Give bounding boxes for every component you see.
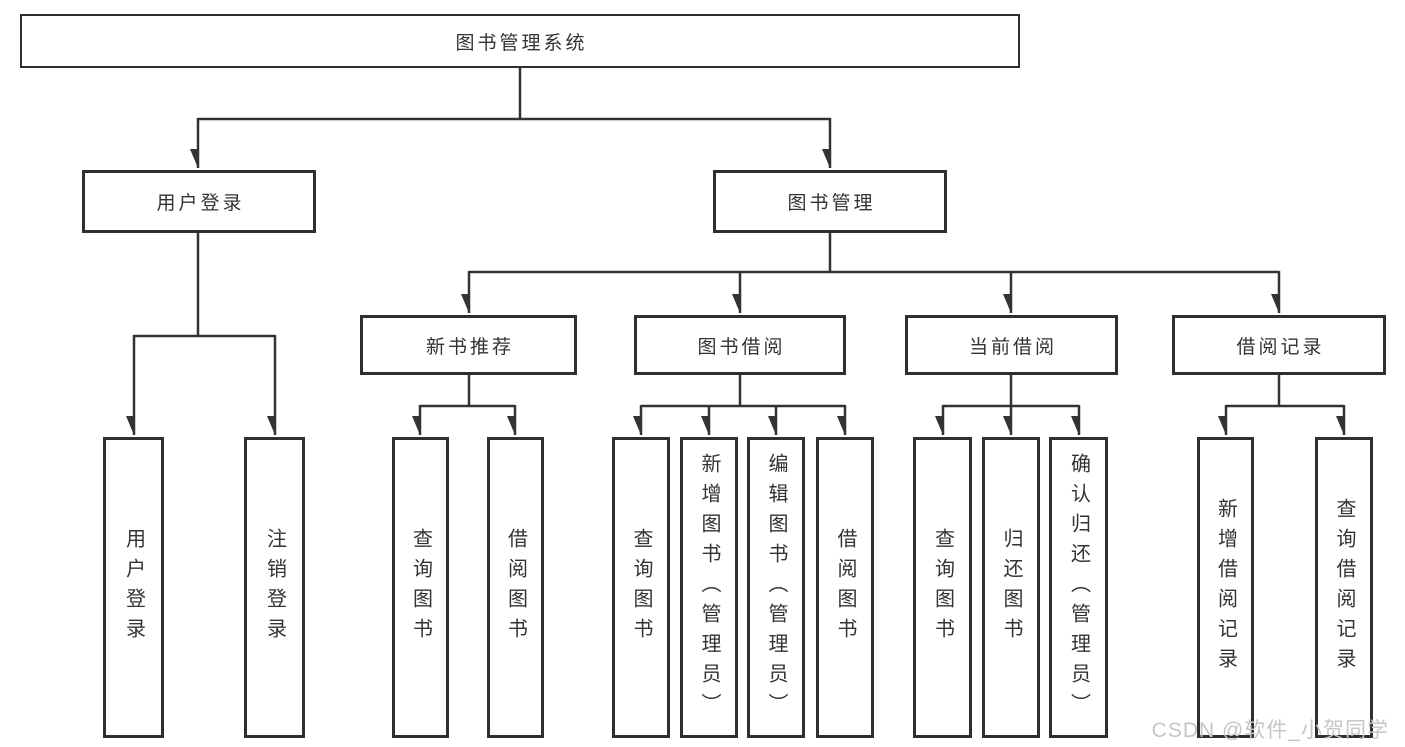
- leaf-bb-add-books-admin: 新增图书（管理员）: [680, 437, 738, 738]
- leaf-bb-borrow-books-label: 借阅图书: [834, 527, 856, 648]
- leaf-nb-query-books: 查询图书: [392, 437, 449, 738]
- leaf-cb-return-books: 归还图书: [982, 437, 1040, 738]
- leaf-cb-query-books-label: 查询图书: [931, 527, 954, 648]
- leaf-br-add-record: 新增借阅记录: [1197, 437, 1254, 738]
- node-borrow-records-label: 借阅记录: [1236, 336, 1325, 358]
- leaf-br-add-record-label: 新增借阅记录: [1214, 497, 1237, 678]
- node-current-borrow-label: 当前借阅: [968, 336, 1057, 358]
- leaf-bb-edit-books-admin-label: 编辑图书（管理员）: [765, 452, 787, 723]
- node-new-book-recommend-label: 新书推荐: [425, 336, 514, 358]
- leaf-br-query-record: 查询借阅记录: [1315, 437, 1373, 738]
- node-user-login: 用户登录: [82, 170, 316, 233]
- node-root-system: 图书管理系统: [20, 14, 1020, 68]
- connector-book-mgmt-split: [469, 233, 1279, 274]
- leaf-cb-query-books: 查询图书: [913, 437, 972, 738]
- leaf-bb-query-books: 查询图书: [612, 437, 670, 738]
- leaf-br-query-record-label: 查询借阅记录: [1333, 497, 1355, 678]
- connector-new-books-split: [420, 375, 515, 408]
- csdn-watermark: CSDN @软件_小贺同学: [1151, 719, 1389, 742]
- leaf-cb-confirm-return-admin: 确认归还（管理员）: [1049, 437, 1108, 738]
- leaf-logout-label: 注销登录: [263, 527, 286, 648]
- node-current-borrow: 当前借阅: [905, 315, 1118, 375]
- leaf-bb-borrow-books: 借阅图书: [816, 437, 874, 738]
- leaf-cb-confirm-return-admin-label: 确认归还（管理员）: [1067, 452, 1090, 723]
- node-book-management-label: 图书管理: [787, 193, 876, 214]
- leaf-user-login-label: 用户登录: [122, 527, 145, 648]
- leaf-logout: 注销登录: [244, 437, 305, 738]
- leaf-bb-query-books-label: 查询图书: [630, 527, 652, 648]
- leaf-cb-return-books-label: 归还图书: [1000, 527, 1022, 648]
- connector-borrow-records-split: [1226, 375, 1344, 408]
- connector-current-borrow-split: [943, 375, 1079, 408]
- node-root-label: 图书管理系统: [455, 32, 588, 54]
- leaf-nb-borrow-books-label: 借阅图书: [504, 527, 527, 648]
- leaf-nb-borrow-books: 借阅图书: [487, 437, 544, 738]
- connector-root-split: [198, 68, 830, 121]
- node-user-login-label: 用户登录: [156, 193, 245, 214]
- leaf-bb-add-books-admin-label: 新增图书（管理员）: [698, 452, 720, 723]
- node-new-book-recommend: 新书推荐: [360, 315, 577, 375]
- node-book-borrow: 图书借阅: [634, 315, 846, 375]
- node-book-borrow-label: 图书借阅: [697, 336, 786, 358]
- leaf-user-login: 用户登录: [103, 437, 164, 738]
- connector-user-login-split: [134, 233, 275, 338]
- leaf-nb-query-books-label: 查询图书: [409, 527, 432, 648]
- node-borrow-records: 借阅记录: [1172, 315, 1386, 375]
- node-book-management: 图书管理: [713, 170, 947, 233]
- connector-book-borrow-split: [641, 375, 845, 408]
- leaf-bb-edit-books-admin: 编辑图书（管理员）: [747, 437, 805, 738]
